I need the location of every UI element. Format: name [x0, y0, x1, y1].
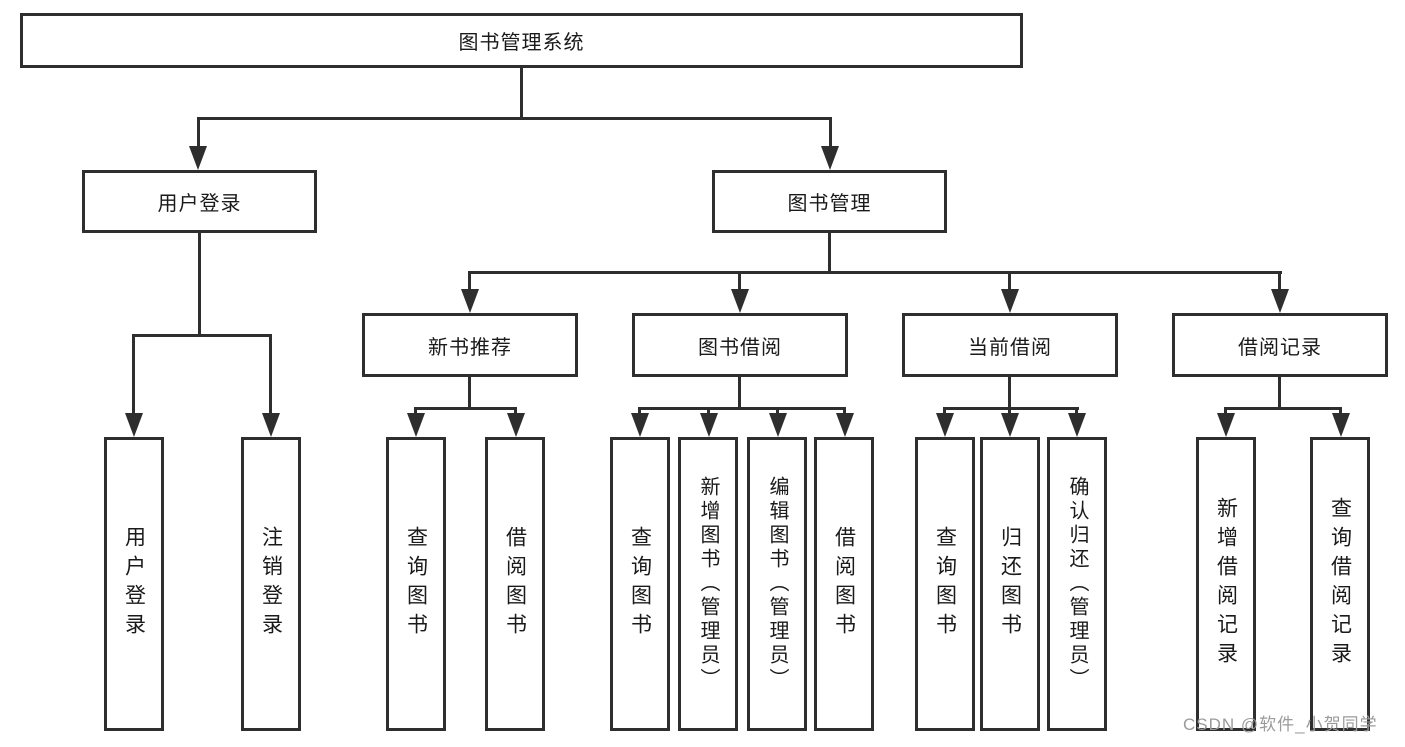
- connector-line: [943, 407, 1079, 410]
- connector-line: [1339, 407, 1342, 417]
- connector-line: [1278, 271, 1281, 291]
- node-book-borrow: 图书借阅: [632, 313, 848, 377]
- connector-line: [197, 117, 832, 120]
- node-root-label: 图书管理系统: [458, 32, 585, 54]
- connector-line: [738, 377, 741, 410]
- connector-line: [1224, 407, 1342, 410]
- arrowhead-down-icon: [461, 289, 479, 313]
- connector-line: [1008, 407, 1011, 417]
- leaf-query-borrow-record: 查询借阅记录: [1310, 437, 1370, 731]
- connector-line: [829, 117, 832, 149]
- arrowhead-down-icon: [189, 146, 207, 170]
- connector-line: [132, 334, 272, 337]
- leaf-query-books-recommend-label: 查询图书: [404, 526, 428, 642]
- node-book-borrow-label: 图书借阅: [698, 336, 782, 359]
- connector-line: [1224, 407, 1227, 417]
- leaf-borrow-books-recommend-label: 借阅图书: [503, 526, 527, 642]
- connector-line: [638, 407, 641, 417]
- leaf-add-book-admin-label: 新增图书（管理员）: [697, 476, 719, 692]
- leaf-query-borrow-record-label: 查询借阅记录: [1328, 497, 1352, 671]
- leaf-user-login: 用户登录: [104, 437, 164, 731]
- connector-line: [638, 407, 846, 410]
- leaf-add-borrow-record: 新增借阅记录: [1196, 437, 1256, 731]
- arrowhead-down-icon: [1332, 413, 1350, 437]
- arrowhead-down-icon: [507, 413, 525, 437]
- connector-line: [269, 334, 272, 416]
- node-new-book-recommend-label: 新书推荐: [428, 336, 512, 359]
- arrowhead-down-icon: [821, 146, 839, 170]
- leaf-edit-book-admin-label: 编辑图书（管理员）: [766, 476, 788, 692]
- leaf-logout: 注销登录: [241, 437, 301, 731]
- connector-line: [1278, 377, 1281, 410]
- leaf-add-borrow-record-label: 新增借阅记录: [1214, 497, 1238, 671]
- leaf-borrow-books-recommend: 借阅图书: [485, 437, 545, 731]
- connector-line: [943, 407, 946, 417]
- node-root: 图书管理系统: [20, 13, 1023, 68]
- connector-line: [197, 117, 200, 149]
- connector-line: [414, 407, 517, 410]
- connector-line: [132, 334, 135, 416]
- leaf-edit-book-admin: 编辑图书（管理员）: [747, 437, 807, 731]
- leaf-user-login-label: 用户登录: [122, 526, 146, 642]
- node-book-management-label: 图书管理: [787, 193, 872, 215]
- connector-line: [198, 233, 201, 337]
- node-user-login-label: 用户登录: [157, 193, 242, 215]
- connector-line: [520, 68, 523, 118]
- connector-line: [707, 407, 710, 417]
- node-current-borrow-label: 当前借阅: [968, 336, 1052, 359]
- connector-line: [1075, 407, 1078, 417]
- node-user-login: 用户登录: [82, 170, 317, 233]
- node-new-book-recommend: 新书推荐: [362, 313, 578, 377]
- watermark: CSDN @软件_小贺同学: [1183, 715, 1378, 734]
- node-book-management: 图书管理: [712, 170, 947, 233]
- arrowhead-down-icon: [731, 289, 749, 313]
- node-borrow-records: 借阅记录: [1172, 313, 1388, 377]
- connector-line: [1008, 271, 1011, 291]
- connector-line: [468, 271, 1282, 274]
- connector-line: [738, 271, 741, 291]
- leaf-confirm-return-admin: 确认归还（管理员）: [1047, 437, 1107, 731]
- connector-line: [468, 377, 471, 410]
- arrowhead-down-icon: [1217, 413, 1235, 437]
- connector-line: [828, 233, 831, 274]
- leaf-logout-label: 注销登录: [259, 526, 283, 642]
- leaf-query-books-borrow: 查询图书: [610, 437, 670, 731]
- leaf-borrow-books-2: 借阅图书: [814, 437, 874, 731]
- leaf-query-books-current: 查询图书: [915, 437, 975, 731]
- leaf-query-books-current-label: 查询图书: [933, 526, 957, 642]
- node-current-borrow: 当前借阅: [902, 313, 1118, 377]
- connector-line: [514, 407, 517, 417]
- arrowhead-down-icon: [769, 413, 787, 437]
- arrowhead-down-icon: [1271, 289, 1289, 313]
- connector-line: [1008, 377, 1011, 410]
- arrowhead-down-icon: [1001, 289, 1019, 313]
- arrowhead-down-icon: [700, 413, 718, 437]
- leaf-query-books-recommend: 查询图书: [386, 437, 446, 731]
- arrowhead-down-icon: [936, 413, 954, 437]
- leaf-query-books-borrow-label: 查询图书: [628, 526, 652, 642]
- arrowhead-down-icon: [1068, 413, 1086, 437]
- leaf-return-book-label: 归还图书: [998, 526, 1022, 642]
- arrowhead-down-icon: [631, 413, 649, 437]
- arrowhead-down-icon: [836, 413, 854, 437]
- connector-line: [414, 407, 417, 417]
- connector-line: [468, 271, 471, 291]
- arrowhead-down-icon: [1001, 413, 1019, 437]
- connector-line: [843, 407, 846, 417]
- leaf-confirm-return-admin-label: 确认归还（管理员）: [1066, 476, 1088, 692]
- connector-line: [776, 407, 779, 417]
- arrowhead-down-icon: [407, 413, 425, 437]
- arrowhead-down-icon: [262, 413, 280, 437]
- node-borrow-records-label: 借阅记录: [1238, 336, 1322, 359]
- leaf-add-book-admin: 新增图书（管理员）: [678, 437, 738, 731]
- arrowhead-down-icon: [125, 413, 143, 437]
- leaf-return-book: 归还图书: [980, 437, 1040, 731]
- leaf-borrow-books-2-label: 借阅图书: [832, 526, 856, 642]
